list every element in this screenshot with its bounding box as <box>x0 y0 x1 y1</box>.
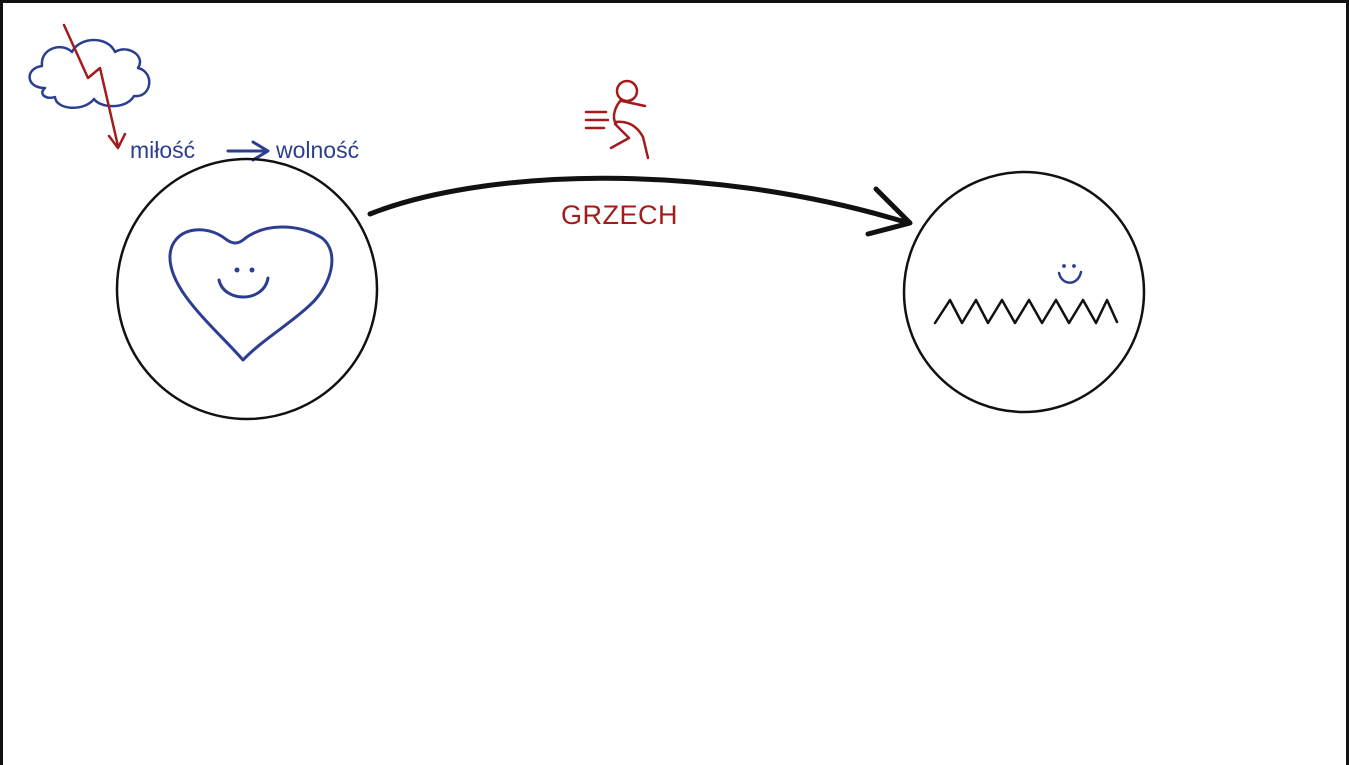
left-circle <box>115 157 379 421</box>
sin-arrow-icon <box>367 175 913 237</box>
love-label: miłość <box>130 137 196 163</box>
zigzag-icon <box>933 298 1119 325</box>
sin-label: GRZECH <box>561 200 678 230</box>
running-figure-icon <box>584 79 650 160</box>
right-circle <box>902 170 1146 414</box>
cloud-icon <box>28 38 151 109</box>
heart-icon <box>168 225 334 362</box>
heart-smile-icon <box>217 267 270 299</box>
small-smile-icon <box>1057 264 1083 284</box>
freedom-label: wolność <box>276 137 360 163</box>
lightning-icon <box>62 23 127 150</box>
love-to-freedom-arrow-icon <box>226 140 270 162</box>
